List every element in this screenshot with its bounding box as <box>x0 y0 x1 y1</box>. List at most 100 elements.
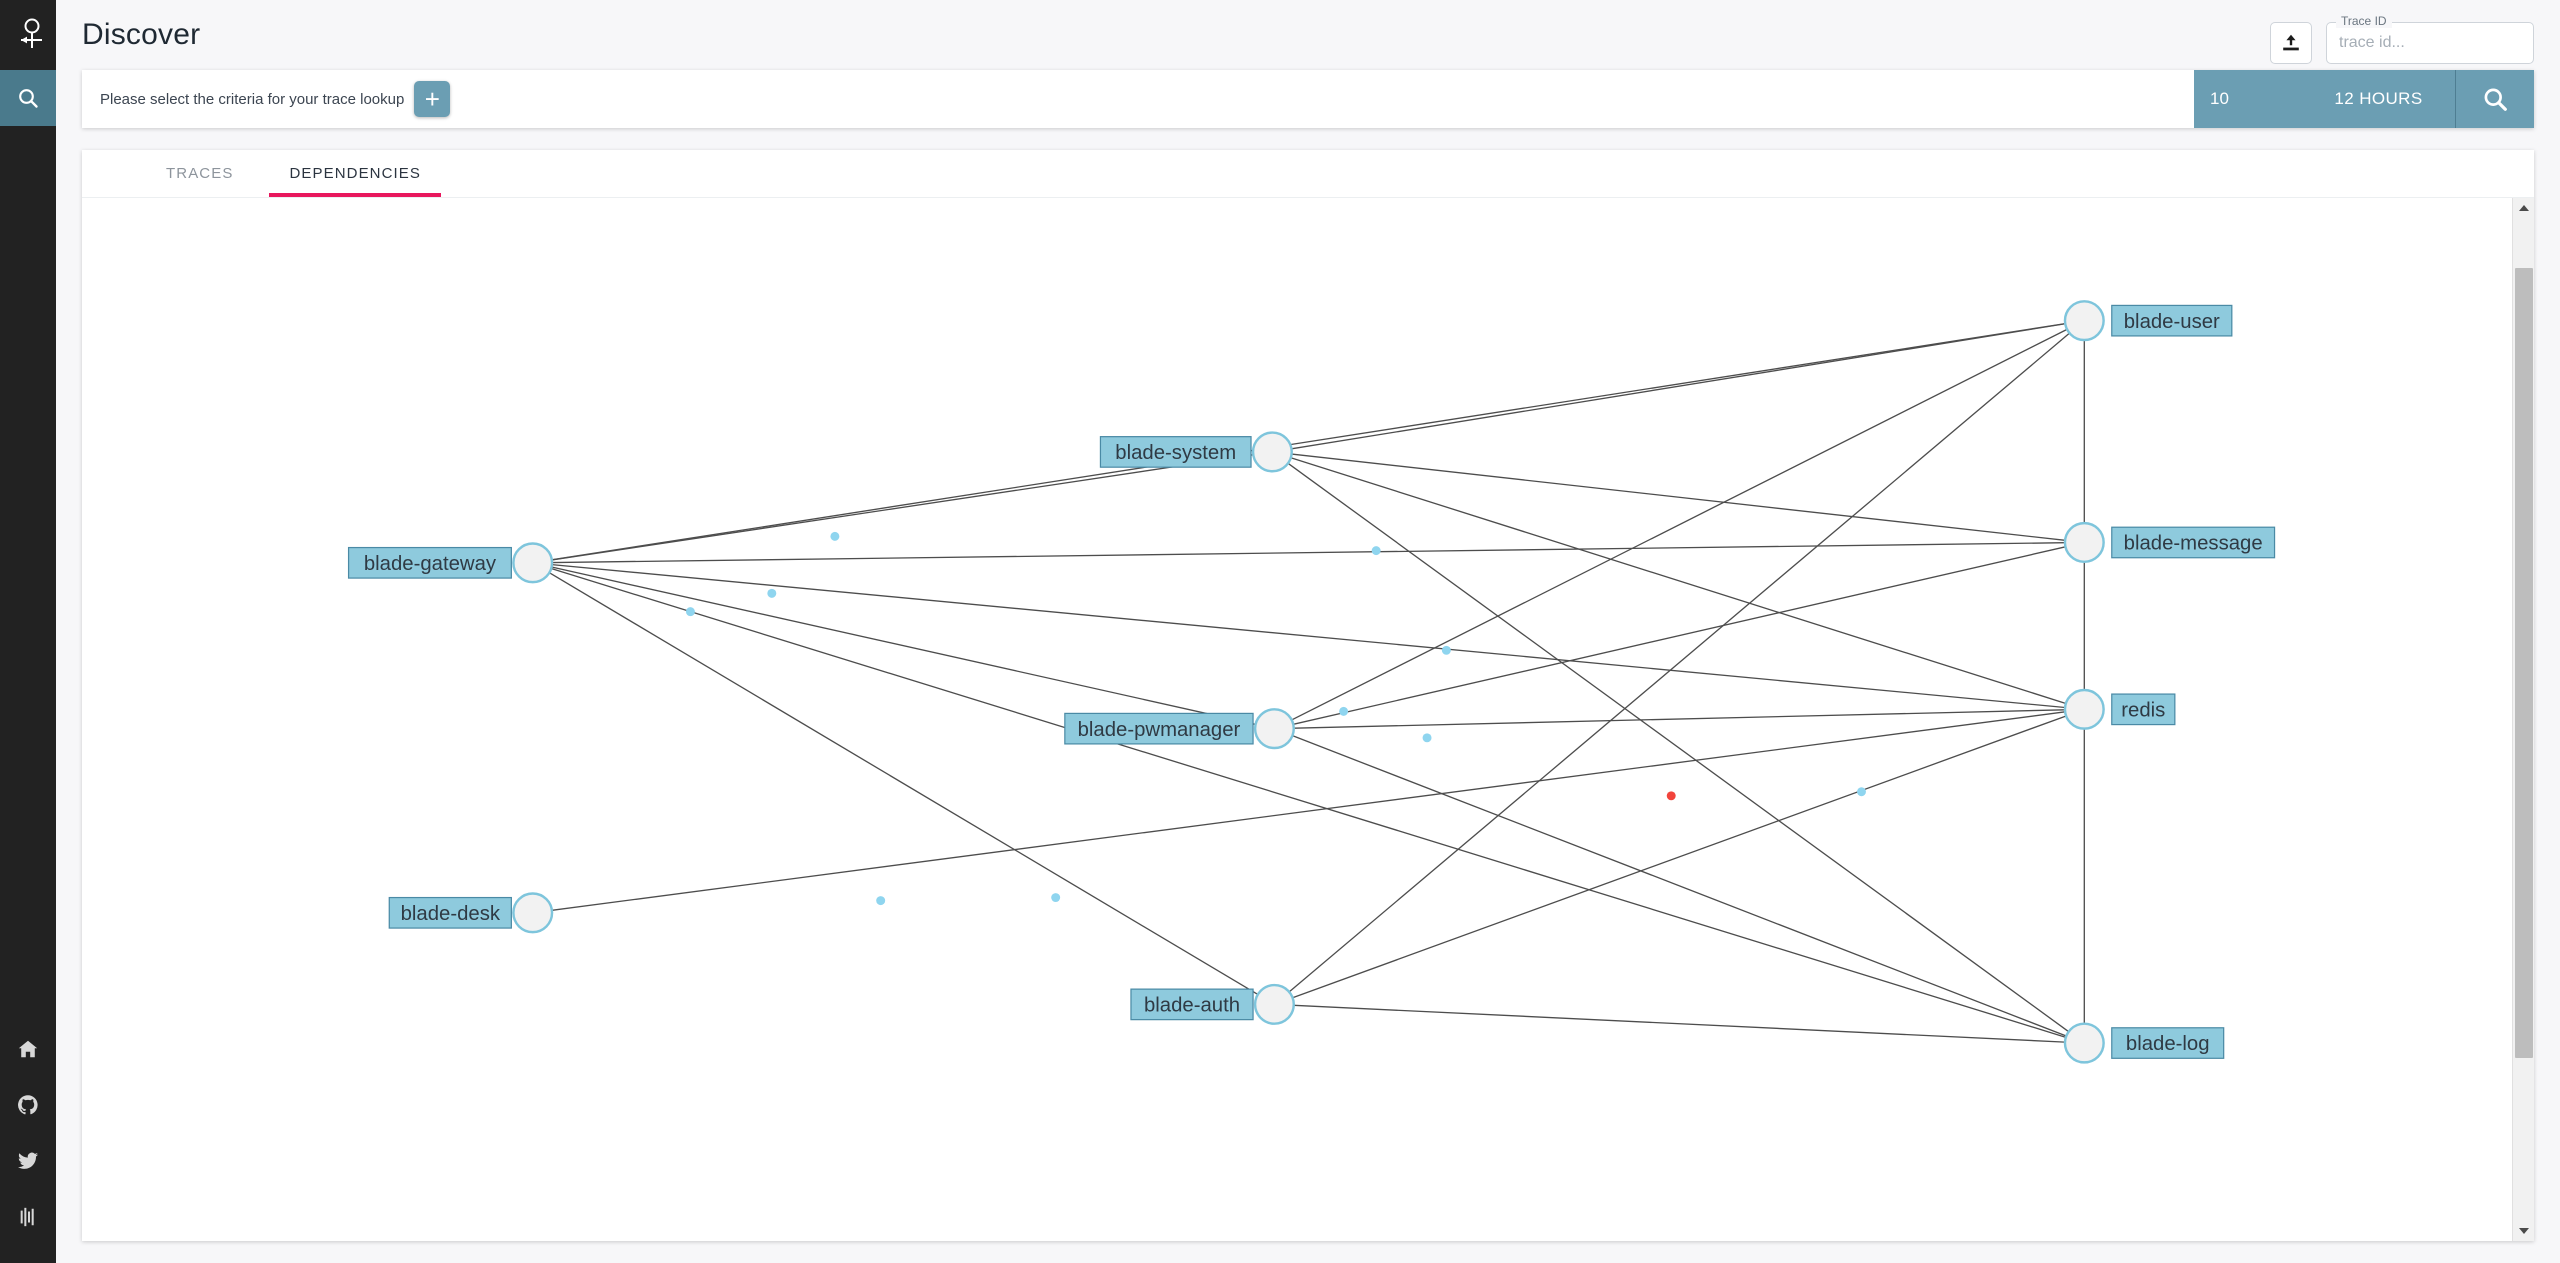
node-label-text: blade-system <box>1115 442 1236 464</box>
edge-particle <box>1857 787 1866 797</box>
edge-particle <box>830 531 840 541</box>
graph-edge[interactable] <box>1291 323 2066 450</box>
node-label-text: blade-gateway <box>364 553 497 575</box>
sidebar-item-github[interactable] <box>0 1077 56 1133</box>
main-area: Discover Trace ID Please select the crit… <box>56 0 2560 1263</box>
tab-traces[interactable]: TRACES <box>138 150 261 197</box>
node-label-text: blade-pwmanager <box>1078 719 1241 741</box>
node-label-box[interactable] <box>1064 712 1254 745</box>
sidebar-item-twitter[interactable] <box>0 1133 56 1189</box>
trace-id-input[interactable] <box>2337 33 2523 53</box>
dependency-graph[interactable]: blade-gateway blade-system blade-pwmanager… <box>82 198 2534 1241</box>
node-label-box[interactable] <box>388 896 512 929</box>
scroll-up-button[interactable] <box>2513 198 2535 218</box>
home-icon <box>18 1040 38 1058</box>
edge-particles <box>685 531 1866 906</box>
node-circle[interactable] <box>512 892 554 934</box>
page-title: Discover <box>82 18 201 51</box>
graph-edge[interactable] <box>1287 462 2070 1033</box>
node-label-box[interactable] <box>2111 304 2233 337</box>
twitter-icon <box>17 1152 39 1169</box>
node-label-box[interactable] <box>2111 693 2176 726</box>
edge-particle <box>1441 645 1451 655</box>
node-label-box[interactable] <box>1099 436 1252 468</box>
dependency-graph-canvas[interactable]: blade-gateway blade-system blade-pwmanager… <box>82 198 2534 1241</box>
node-label-text: blade-user <box>2124 311 2220 333</box>
graph-node[interactable]: blade-message <box>2063 521 2276 564</box>
scroll-down-button[interactable] <box>2513 1221 2535 1241</box>
trace-id-legend: Trace ID <box>2336 14 2392 28</box>
chevron-down-icon <box>2518 1228 2529 1234</box>
graph-edge[interactable] <box>550 567 2067 1038</box>
node-label-box[interactable] <box>2111 526 2276 559</box>
graph-node[interactable]: blade-system <box>1099 431 1293 473</box>
graph-node[interactable]: redis <box>2063 688 2176 730</box>
graph-edge[interactable] <box>551 566 1256 726</box>
node-circle[interactable] <box>2063 521 2105 564</box>
node-circle[interactable] <box>1253 983 1295 1025</box>
criteria-bar: Please select the criteria for your trac… <box>82 70 2534 128</box>
graph-edge[interactable] <box>1292 715 2067 999</box>
header-row: Discover Trace ID <box>56 0 2560 70</box>
run-search-button[interactable] <box>2456 70 2534 128</box>
chevron-up-icon <box>2518 205 2529 211</box>
graph-node[interactable]: blade-gateway <box>347 542 554 584</box>
graph-edges <box>548 322 2085 1043</box>
criteria-input-area[interactable]: Please select the criteria for your trac… <box>82 70 2194 128</box>
graph-edge[interactable] <box>1293 546 2066 725</box>
graph-edge[interactable] <box>548 572 1259 996</box>
graph-edge[interactable] <box>551 454 1254 561</box>
graph-node[interactable]: blade-auth <box>1130 983 1295 1025</box>
graph-edge[interactable] <box>551 322 2066 561</box>
graph-node[interactable]: blade-user <box>2063 300 2233 342</box>
graph-node[interactable]: blade-desk <box>388 892 554 934</box>
node-label-text: blade-message <box>2124 533 2263 555</box>
search-icon <box>19 89 38 108</box>
node-label-box[interactable] <box>2111 1027 2225 1059</box>
graph-nodes: blade-gateway blade-system blade-pwmanager… <box>347 300 2276 1064</box>
graph-node[interactable]: blade-pwmanager <box>1064 708 1295 750</box>
node-circle[interactable] <box>1253 708 1295 750</box>
edge-particle <box>1051 893 1061 903</box>
sidebar-item-search[interactable] <box>0 70 56 126</box>
graph-edge[interactable] <box>551 563 2066 709</box>
content-card: TRACES DEPENDENCIES blade-gateway blade-s… <box>82 150 2534 1241</box>
graph-vertical-scrollbar[interactable] <box>2512 198 2534 1241</box>
node-label-box[interactable] <box>347 546 512 579</box>
node-circle[interactable] <box>512 542 554 584</box>
graph-edge[interactable] <box>552 542 2065 564</box>
graph-node[interactable]: blade-log <box>2063 1022 2225 1064</box>
graph-edge[interactable] <box>1291 453 2066 541</box>
add-criteria-button[interactable]: + <box>414 81 451 117</box>
edge-particle <box>876 896 886 906</box>
left-rail <box>0 0 56 1263</box>
graph-edge[interactable] <box>1288 332 2070 993</box>
zipkin-logo-icon[interactable] <box>0 0 56 70</box>
node-circle[interactable] <box>1251 431 1293 473</box>
graph-edge[interactable] <box>1293 709 2065 729</box>
lookback-selector[interactable]: 12 HOURS <box>2302 70 2456 128</box>
graph-edge[interactable] <box>1293 1004 2066 1043</box>
graph-edge[interactable] <box>1291 328 2068 721</box>
sidebar-item-zipkin-site[interactable] <box>0 1189 56 1245</box>
graph-edge[interactable] <box>1292 735 2067 1037</box>
tab-dependencies[interactable]: DEPENDENCIES <box>261 150 449 197</box>
upload-json-button[interactable] <box>2270 22 2312 64</box>
graph-edge[interactable] <box>1290 457 2067 705</box>
tab-bar: TRACES DEPENDENCIES <box>82 150 2534 198</box>
trace-id-field[interactable]: Trace ID <box>2326 14 2534 64</box>
github-icon <box>18 1095 38 1115</box>
limit-selector[interactable]: 10 <box>2194 70 2302 128</box>
edge-particle <box>1371 546 1381 556</box>
rail-bottom-links <box>0 1021 56 1263</box>
graph-edge[interactable] <box>551 711 2066 911</box>
node-circle[interactable] <box>2063 300 2105 342</box>
edge-particle <box>1339 706 1349 716</box>
scroll-thumb[interactable] <box>2514 268 2533 1058</box>
scroll-track[interactable] <box>2513 218 2535 1221</box>
node-circle[interactable] <box>2063 1022 2105 1064</box>
node-circle[interactable] <box>2063 688 2105 730</box>
node-label-box[interactable] <box>1130 988 1254 1021</box>
sidebar-item-home[interactable] <box>0 1021 56 1077</box>
